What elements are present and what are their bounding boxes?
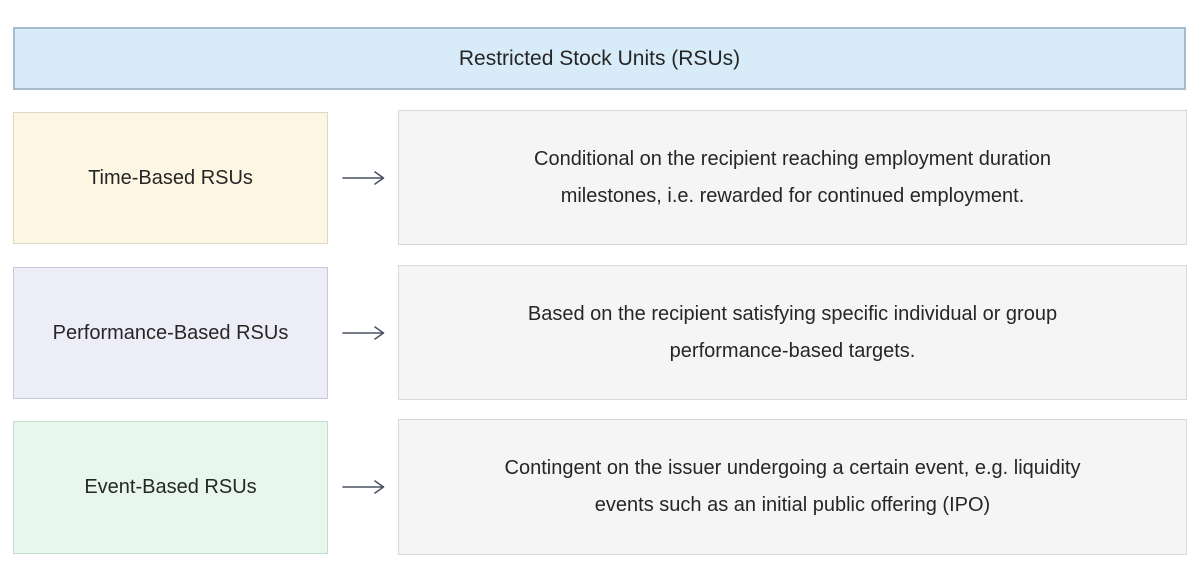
label-box-performance-based: Performance-Based RSUs — [13, 267, 328, 399]
description-event-line-2: events such as an initial public offerin… — [594, 494, 991, 516]
description-box-performance-based: Based on the recipient satisfying specif… — [398, 265, 1187, 400]
right-arrow-icon — [341, 478, 387, 496]
description-time-line-2: milestones, i.e. rewarded for continued … — [560, 184, 1025, 207]
description-time-line-1: Conditional on the recipient reaching em… — [534, 147, 1051, 170]
description-event-line-1: Contingent on the issuer undergoing a ce… — [504, 457, 1081, 479]
description-box-time-based: Conditional on the recipient reaching em… — [398, 110, 1187, 245]
diagram-title: Restricted Stock Units (RSUs) — [458, 46, 741, 70]
right-arrow-icon — [341, 169, 387, 187]
label-event-based: Event-Based RSUs — [84, 476, 257, 498]
right-arrow-icon — [341, 324, 387, 342]
description-box-event-based: Contingent on the issuer undergoing a ce… — [398, 419, 1187, 555]
label-box-time-based: Time-Based RSUs — [13, 112, 328, 244]
description-performance-line-2: performance-based targets. — [669, 339, 916, 362]
label-time-based: Time-Based RSUs — [88, 166, 253, 189]
header-box: Restricted Stock Units (RSUs) — [13, 27, 1186, 90]
label-performance-based: Performance-Based RSUs — [52, 321, 289, 344]
label-box-event-based: Event-Based RSUs — [13, 421, 328, 554]
description-performance-line-1: Based on the recipient satisfying specif… — [527, 302, 1058, 325]
